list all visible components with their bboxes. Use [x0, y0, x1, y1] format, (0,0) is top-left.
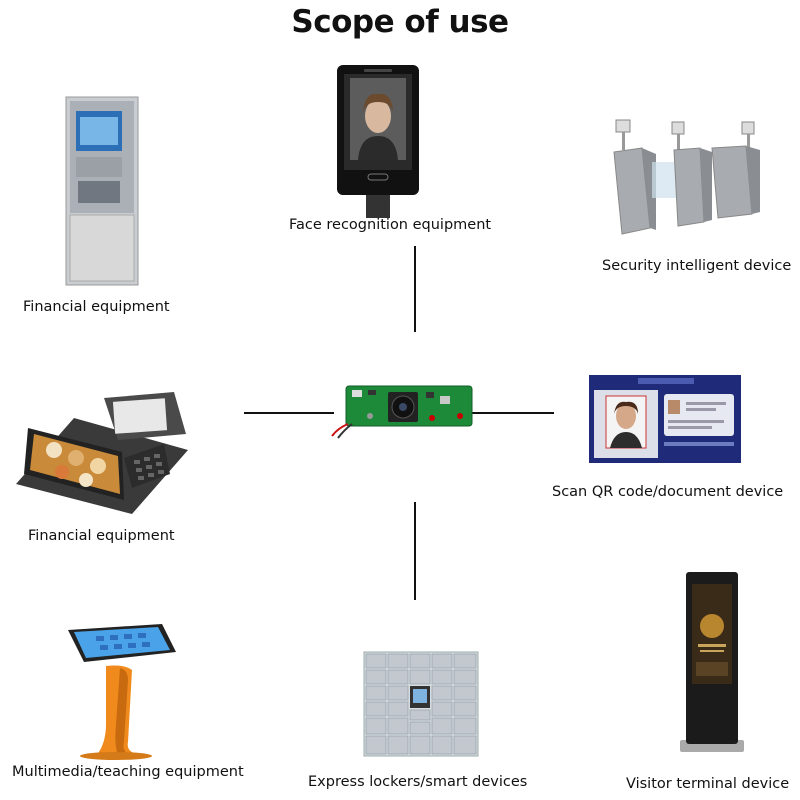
face-recognition-terminal-icon	[337, 65, 419, 218]
atm-kiosk-icon	[65, 96, 139, 286]
connector-top	[414, 246, 416, 332]
touch-kiosk-icon	[68, 624, 176, 760]
caption-financial-pos: Financial equipment	[28, 528, 175, 544]
standing-display-icon	[680, 572, 744, 752]
connector-bottom	[414, 502, 416, 600]
connector-left	[244, 412, 334, 414]
caption-multimedia: Multimedia/teaching equipment	[12, 764, 244, 780]
caption-face-recognition: Face recognition equipment	[289, 217, 492, 233]
camera-module-board-icon	[331, 385, 473, 439]
turnstile-gate-icon	[613, 119, 760, 235]
page-title: Scope of use	[291, 4, 509, 40]
smart-locker-icon	[363, 651, 479, 757]
connector-right	[470, 412, 554, 414]
caption-financial-atm: Financial equipment	[23, 299, 170, 315]
caption-express-lockers: Express lockers/smart devices	[308, 774, 528, 790]
caption-security: Security intelligent device	[602, 258, 792, 274]
pos-terminal-icon	[16, 392, 188, 514]
id-verification-screen-icon	[589, 375, 741, 463]
caption-visitor-terminal: Visitor terminal device	[626, 776, 790, 792]
caption-scan-qr: Scan QR code/document device	[552, 484, 784, 500]
